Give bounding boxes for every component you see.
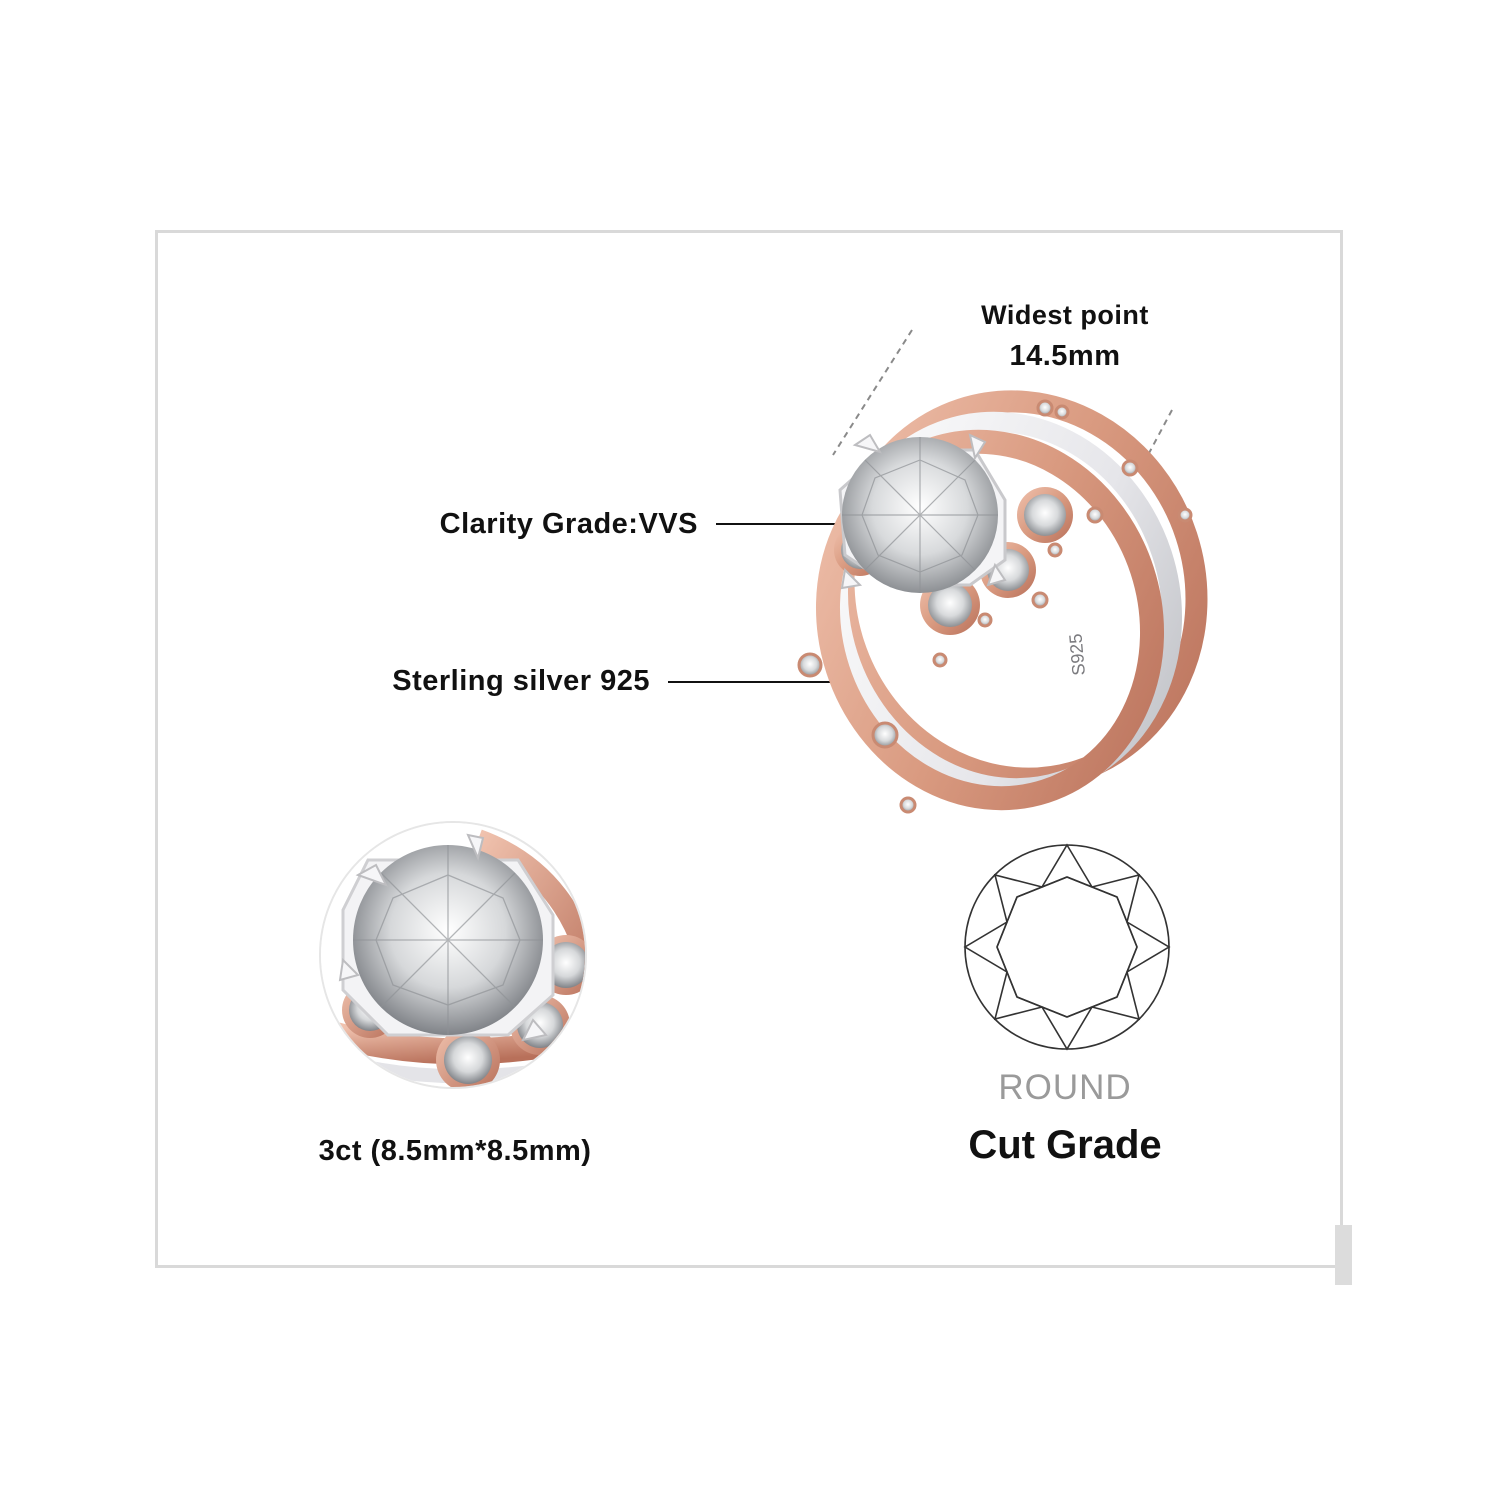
- shape-label: ROUND: [998, 1068, 1132, 1107]
- band-stamp-text: S925: [1065, 633, 1089, 677]
- widest-point-label: Widest point: [981, 300, 1149, 330]
- content-frame: [155, 230, 1343, 1268]
- frame-tab: [1335, 1225, 1352, 1285]
- ring-set-illustration: S925: [797, 390, 1208, 814]
- widest-guide-left: [832, 329, 913, 456]
- widest-point-value: 14.5mm: [1009, 340, 1121, 372]
- carat-label: 3ct (8.5mm*8.5mm): [318, 1135, 592, 1167]
- cut-grade-label: Cut Grade: [968, 1123, 1162, 1167]
- center-stone-closeup: [319, 821, 587, 1089]
- material-label: Sterling silver 925: [392, 665, 650, 697]
- round-cut-diagram: [963, 843, 1171, 1051]
- clarity-label: Clarity Grade:VVS: [439, 508, 698, 540]
